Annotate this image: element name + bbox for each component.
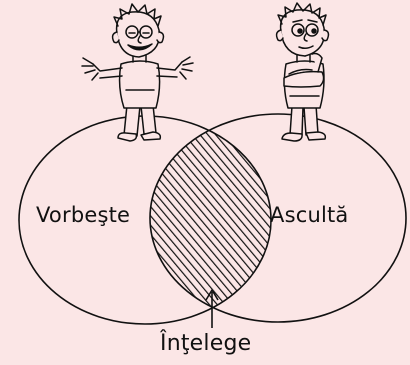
understanding-label: Înţelege (160, 331, 252, 356)
up-arrow-icon (205, 288, 219, 328)
listening-person-icon (275, 2, 330, 142)
speaking-label: Vorbeşte (36, 203, 131, 227)
overlap-region (150, 116, 271, 322)
listening-label: Ascultă (270, 203, 349, 227)
listening-circle (149, 113, 407, 323)
speaking-person-icon (81, 3, 194, 142)
